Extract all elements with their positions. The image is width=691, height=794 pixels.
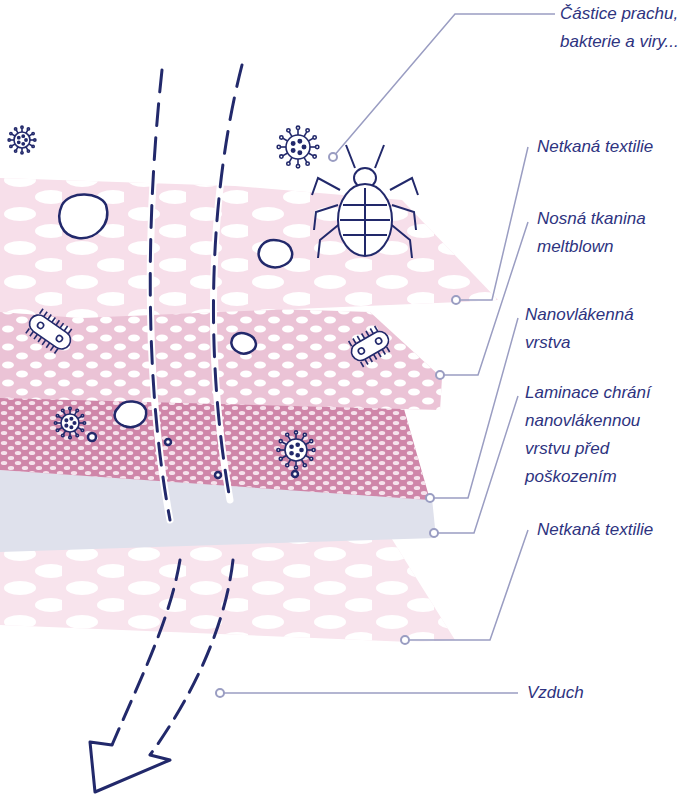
- leader-dots: [216, 153, 460, 697]
- mite-bug: [312, 145, 418, 258]
- particle-label: Částice prachu, bakterie a viry...: [560, 0, 682, 56]
- layer-label: Nosná tkanina meltblown: [537, 205, 667, 261]
- microbes: [8, 126, 395, 469]
- virus: [277, 126, 319, 168]
- layer-label: Netkaná textilie: [537, 516, 667, 544]
- layer-label: Vzduch: [527, 679, 657, 707]
- dust-particles: [59, 194, 298, 478]
- leader-lines: [220, 14, 555, 693]
- air-arrows: [90, 65, 242, 792]
- virus: [54, 407, 85, 438]
- layer-label: Netkaná textilie: [537, 133, 667, 161]
- bacterium: [23, 307, 78, 358]
- layer-label: Laminace chrání nanovlákennou vrstvu pře…: [525, 379, 675, 491]
- bacterium: [345, 323, 395, 369]
- virus: [8, 126, 36, 154]
- top-nonwoven: [0, 178, 498, 318]
- virus: [277, 431, 315, 469]
- layer-label: Nanovlákenná vrstva: [525, 301, 675, 357]
